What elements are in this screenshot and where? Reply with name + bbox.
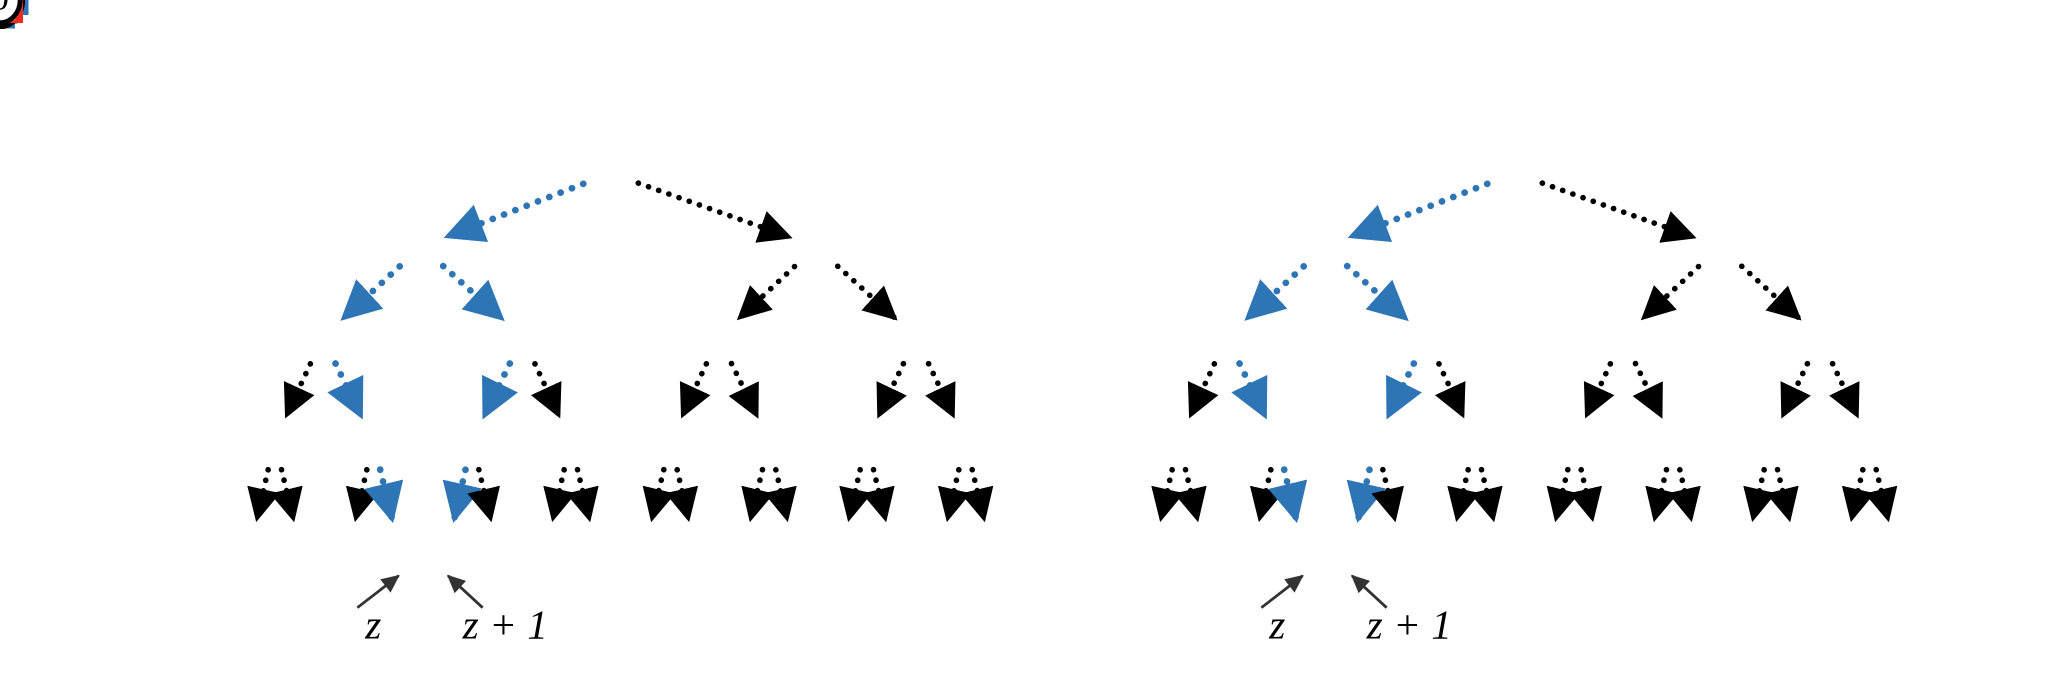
edge-left-tree-24 [741, 466, 775, 523]
edge-left-tree-17 [364, 466, 404, 524]
circle-shape [0, 0, 23, 25]
edge-right-tree-26 [1743, 466, 1777, 523]
edge-right-tree-11 [1632, 360, 1664, 419]
edge-left-tree-29 [960, 466, 994, 523]
edge-right-tree-20 [1447, 466, 1481, 523]
edge-left-tree-2 [340, 263, 404, 321]
edge-right-tree-6 [1187, 360, 1219, 419]
edge-left-tree-7 [327, 360, 364, 420]
edge-right-tree-18 [1346, 466, 1386, 524]
annotation-label-left-tree-1: z + 1 [462, 602, 548, 648]
edge-right-tree-29 [1864, 466, 1898, 523]
edge-left-tree-16 [345, 466, 379, 523]
annotation-label-left-tree-0: z [364, 602, 381, 648]
edge-right-tree-2 [1244, 263, 1308, 321]
annotations-layer: z z + 1 z z + 1 [356, 574, 1452, 648]
edge-right-tree-21 [1469, 466, 1503, 523]
node-circle-right-tree-leaves-15: 0 [0, 0, 23, 25]
edge-right-tree-0 [1347, 180, 1491, 243]
edge-right-tree-28 [1841, 466, 1875, 523]
annotation-arrow-right-tree-0 [1260, 574, 1304, 609]
annotation-label-right-tree-0: z [1268, 602, 1285, 648]
edge-left-tree-11 [728, 360, 760, 419]
edge-left-tree-28 [937, 466, 971, 523]
edge-left-tree-22 [642, 466, 676, 523]
edge-left-tree-21 [565, 466, 599, 523]
edge-left-tree-3 [439, 262, 505, 322]
edge-left-tree-6 [283, 360, 315, 419]
annotation-arrow-left-tree-1 [446, 574, 484, 609]
edge-right-tree-24 [1645, 466, 1679, 523]
edge-right-tree-9 [1434, 360, 1466, 419]
edge-right-tree-19 [1371, 466, 1404, 523]
nodes-layer: 8441322012111200010111001011100844222202… [0, 0, 29, 29]
edges-layer [247, 180, 1898, 524]
edge-right-tree-8 [1385, 360, 1423, 420]
edge-left-tree-4 [736, 263, 798, 321]
edge-right-tree-5 [1738, 263, 1802, 321]
edge-right-tree-14 [1151, 466, 1185, 523]
annotation-arrow-right-tree-1 [1350, 574, 1388, 609]
edge-right-tree-3 [1343, 262, 1409, 322]
edge-left-tree-10 [679, 360, 711, 419]
edge-right-tree-15 [1173, 466, 1207, 523]
edge-right-tree-22 [1546, 466, 1580, 523]
edge-right-tree-1 [1539, 180, 1697, 243]
edge-left-tree-25 [763, 466, 797, 523]
edge-left-tree-1 [635, 180, 793, 243]
edge-right-tree-27 [1765, 466, 1799, 523]
edge-left-tree-5 [834, 263, 898, 321]
edge-left-tree-19 [467, 466, 500, 523]
edge-left-tree-27 [861, 466, 895, 523]
annotation-arrow-left-tree-0 [356, 574, 400, 609]
edge-right-tree-17 [1268, 466, 1308, 524]
node-value: 0 [0, 0, 9, 18]
annotation-label-right-tree-1: z + 1 [1366, 602, 1452, 648]
edge-left-tree-20 [543, 466, 577, 523]
edge-right-tree-25 [1667, 466, 1701, 523]
edge-left-tree-18 [442, 466, 482, 524]
edge-right-tree-10 [1583, 360, 1615, 419]
edge-left-tree-14 [247, 466, 281, 523]
edge-right-tree-16 [1249, 466, 1283, 523]
edge-right-tree-13 [1829, 360, 1860, 419]
edge-left-tree-8 [481, 360, 519, 420]
edge-right-tree-7 [1231, 360, 1268, 420]
edge-left-tree-23 [665, 466, 699, 523]
edge-left-tree-26 [839, 466, 873, 523]
edge-right-tree-12 [1780, 360, 1811, 419]
edge-left-tree-12 [876, 360, 907, 419]
edge-right-tree-4 [1640, 263, 1702, 321]
edge-left-tree-9 [530, 360, 562, 419]
edge-left-tree-0 [443, 180, 587, 243]
edge-left-tree-15 [269, 466, 303, 523]
edge-left-tree-13 [925, 360, 956, 419]
edge-right-tree-23 [1569, 466, 1603, 523]
